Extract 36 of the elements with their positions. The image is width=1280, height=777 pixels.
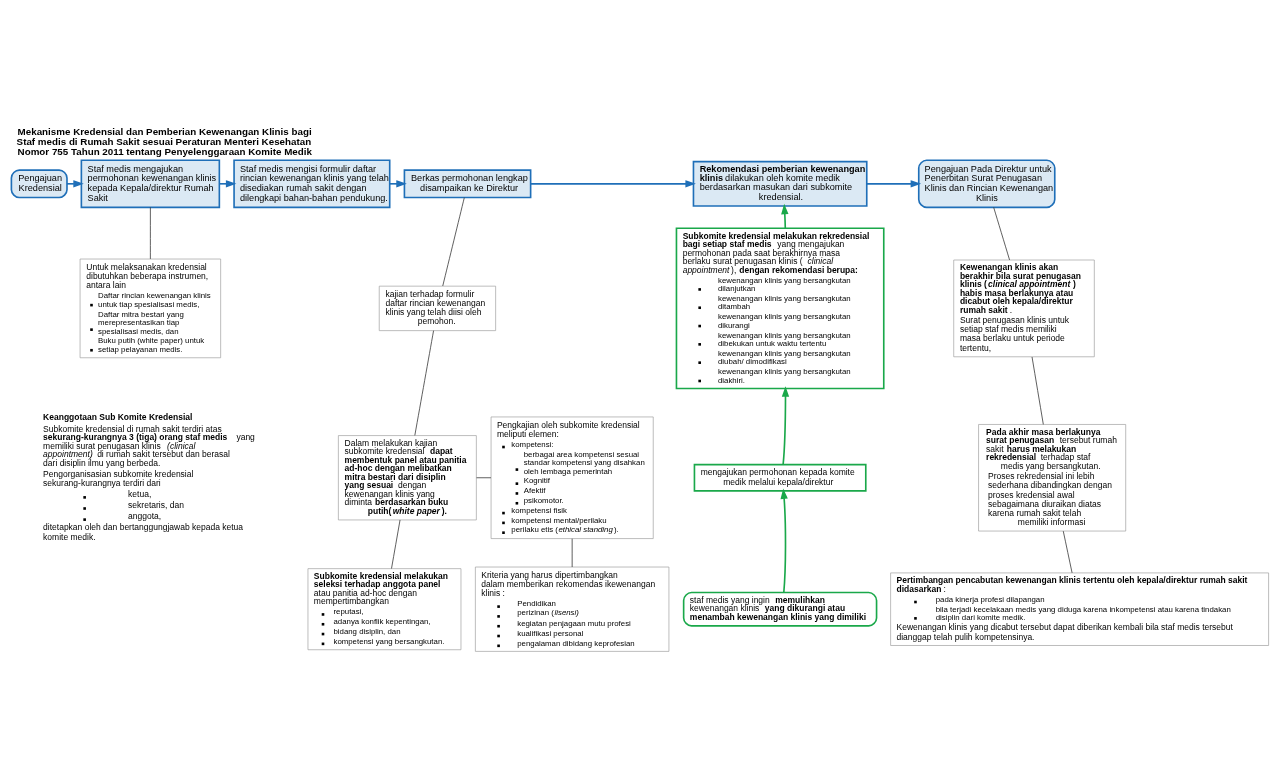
connector bbox=[1062, 530, 1073, 574]
arrow bbox=[66, 180, 84, 188]
connector bbox=[149, 206, 151, 260]
node-box: Pada akhir masa berlakunya surat penugasan tersebut rumah sakit harus melakukan rekredensial terhadap staf medis yang bersangkutan. Proses rekredensial ini lebih sederhana dibandingkan dengan proses kredensial awal sebagaimana diuraikan diatas karena rumah sakit telah memiliki informasi bbox=[978, 424, 1127, 532]
label: ketua, bbox=[128, 488, 152, 499]
connector bbox=[993, 206, 1010, 261]
node-box: staf medis yang ingin memulihkan kewenangan klinis yang dikurangi atau menambah kewenangan klinis yang dimiliki bbox=[682, 591, 878, 627]
connector bbox=[414, 330, 434, 436]
node-box: Rekomendasi pemberian kewenangan klinis dilakukan oleh komite medik berdasarkan masukan dari subkomite kredensial. bbox=[692, 160, 868, 207]
arrow bbox=[529, 180, 696, 188]
arrow bbox=[866, 180, 922, 188]
node-box: Pengajuan Kredensial bbox=[10, 169, 68, 199]
arrow bbox=[781, 203, 789, 230]
node-box: Staf medis mengajukan permohonan kewenangan klinis kepada Kepala/direktur Rumah Sakit bbox=[80, 159, 221, 209]
diagram-title: Mekanisme Kredensial dan Pemberian Kewenangan Klinis bagi Staf medis di Rumah Sakit sesuai Peraturan Menteri Kesehatan Nomor 755 Tahun 2011 tentang Penyelenggaraan Komite Medik bbox=[16, 126, 312, 158]
node-box: Staf medis mengisi formulir daftar rincian kewenangan klinis yang telah disediakan rumah sakit dengan dilengkapi bahan-bahan pendukung. bbox=[233, 159, 391, 209]
label: sekretaris, dan bbox=[128, 500, 184, 511]
node-box: kajian terhadap formulir daftar rincian kewenangan klinis yang telah diisi oleh pemohon. bbox=[378, 285, 496, 331]
label: ditetapkan oleh dan bertanggungjawab kepada ketua komite medik. bbox=[43, 522, 244, 542]
connector bbox=[476, 477, 492, 479]
arrow bbox=[780, 488, 788, 594]
node-box: Pengajuan Pada Direktur untuk Penerbitan Surat Penugasan Klinis dan Rincian Kewenangan Klinis bbox=[917, 159, 1056, 209]
node-box: mengajukan permohonan kepada komite medik melalui kepala/direktur bbox=[693, 463, 867, 492]
node-box: Kewenangan klinis akan berakhir bila surat penugasan klinis (clinical appointment) habis masa berlakunya atau dicabut oleh kepala/direktur rumah sakit. Surat penugasan klinis untuk setiap staf medis memiliki masa berlaku untuk periode tertentu, bbox=[953, 259, 1095, 358]
label: anggota, bbox=[128, 511, 162, 522]
connector bbox=[571, 538, 573, 568]
label: Subkomite kredensial di rumah sakit terdiri atas sekurang-kurangnya 3 (tiga) orang staf medis yang memiliki surat penugasan klinis (clinical appointment) di rumah sakit tersebut dan berasal dari disiplin ilmu yang berbeda. bbox=[43, 423, 255, 468]
node-box: Berkas permohonan lengkap disampaikan ke Direktur bbox=[403, 169, 532, 199]
connector bbox=[391, 519, 401, 569]
arrow bbox=[388, 180, 407, 188]
arrow bbox=[218, 180, 237, 188]
node-box: Dalam melakukan kajian subkomite kredensial dapat membentuk panel atau panitia ad-hoc dengan melibatkan mitra bestari dari disiplin yang sesuai dengan kewenangan klinis yang diminta berdasarkan buku putih(white paper). bbox=[338, 435, 477, 521]
connector bbox=[1031, 356, 1044, 425]
arrow bbox=[781, 386, 790, 466]
label: Keanggotaan Sub Komite Kredensial bbox=[43, 412, 193, 423]
connector bbox=[442, 197, 465, 287]
